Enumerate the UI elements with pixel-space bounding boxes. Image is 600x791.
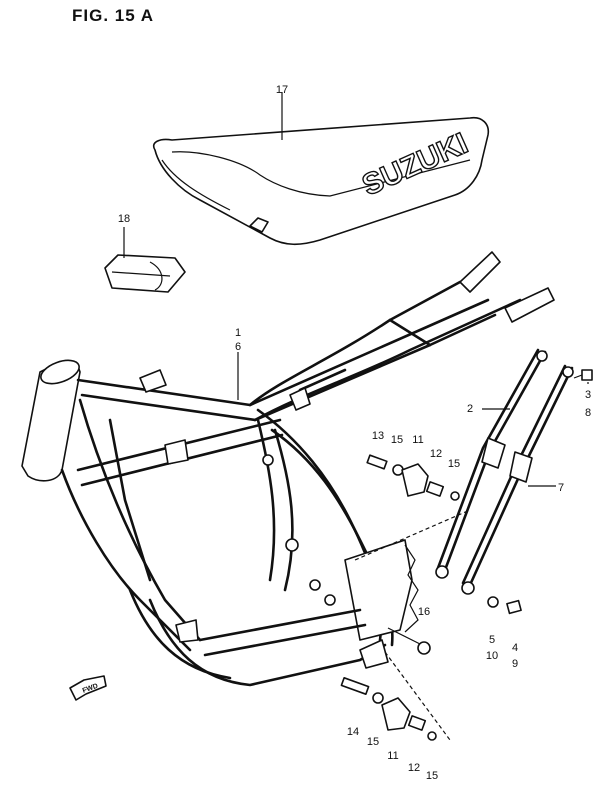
frame-side-rail-left <box>435 348 548 579</box>
callout-7: 7 <box>557 482 565 494</box>
callout-17: 17 <box>275 84 289 96</box>
main-frame-part <box>21 251 555 687</box>
callout-15b: 15 <box>447 458 461 470</box>
lower-mount-hardware <box>340 651 451 741</box>
callout-11a: 11 <box>412 434 424 446</box>
callout-5-10: 5 10 <box>485 634 499 662</box>
tool-bag-part <box>104 254 186 293</box>
callout-16: 16 <box>417 606 431 618</box>
callout-3-8: 3 8 <box>584 389 592 419</box>
callout-4-9: 4 9 <box>511 642 519 670</box>
nut-16 <box>387 627 431 655</box>
callout-12a: 12 <box>429 448 443 460</box>
callout-12b: 12 <box>407 762 421 774</box>
leader-lines <box>123 92 589 487</box>
figure-title: FIG. 15 A <box>72 6 155 25</box>
callout-14: 14 <box>346 726 360 738</box>
bolt-3-8 <box>573 369 593 381</box>
frame-side-rail-right <box>461 364 574 595</box>
seat-part: SUZUKI <box>153 116 490 246</box>
callout-15d: 15 <box>425 770 439 782</box>
forward-direction-arrow: FWD <box>69 675 107 701</box>
callout-18: 18 <box>117 213 131 225</box>
callout-15a: 15 <box>390 434 404 446</box>
callout-1-6: 1 6 <box>234 327 242 353</box>
callout-2: 2 <box>466 403 474 415</box>
upper-mount-hardware <box>354 454 471 561</box>
callout-13: 13 <box>371 430 385 442</box>
lower-rail-bolts <box>487 596 522 615</box>
callout-15c: 15 <box>366 736 380 748</box>
callout-11b: 11 <box>387 750 399 762</box>
